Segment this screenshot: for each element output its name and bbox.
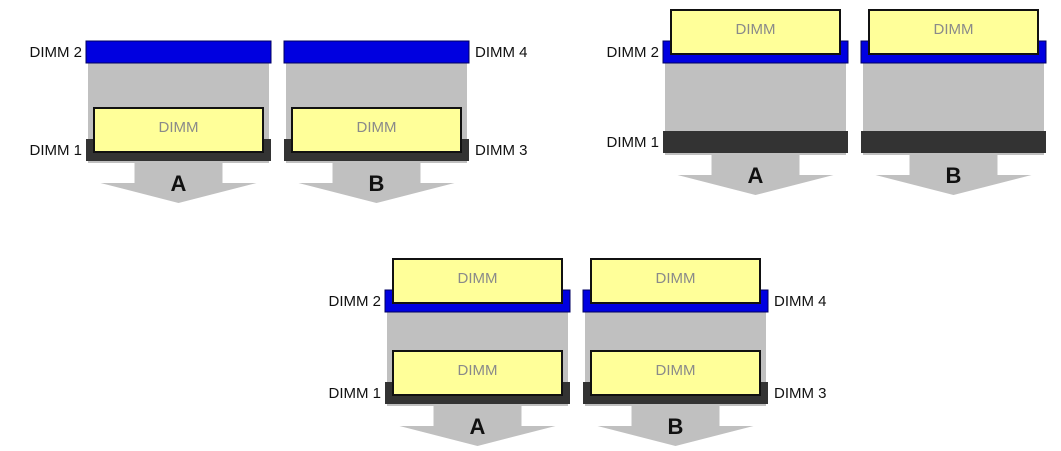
upper-slot-label: DIMM 2 (30, 44, 83, 61)
dimm-label: DIMM (458, 362, 498, 379)
down-arrow-icon (677, 155, 834, 195)
diagram-config-1: A DIMM DIMM 2 DIMM 1 B DIMM DIMM 4 DIMM 3 (30, 40, 528, 203)
lower-slot-label: DIMM 1 (329, 385, 382, 402)
down-arrow-icon (875, 155, 1032, 195)
channel-a: A DIMM DIMM 2 DIMM 1 (607, 9, 849, 195)
upper-slot-label: DIMM 4 (774, 293, 827, 310)
lower-slot-label: DIMM 1 (30, 142, 83, 159)
dimm-module (392, 258, 563, 304)
lower-dimm: DIMM (291, 107, 462, 153)
lower-slot-label: DIMM 3 (774, 385, 827, 402)
dimm-module (93, 107, 264, 153)
upper-slot (85, 40, 272, 64)
upper-dimm: DIMM (670, 9, 841, 55)
down-arrow-icon (298, 163, 455, 203)
channel-a: A DIMM DIMM DIMM 2 DIMM 1 (329, 258, 571, 446)
lower-slot-label: DIMM 1 (607, 134, 660, 151)
dimm-label: DIMM (934, 21, 974, 38)
lower-slot-label: DIMM 3 (475, 142, 528, 159)
dimm-label: DIMM (656, 270, 696, 287)
upper-slot-label: DIMM 4 (475, 44, 528, 61)
down-arrow-icon (100, 163, 257, 203)
down-arrow-icon (597, 406, 754, 446)
lower-dimm: DIMM (392, 350, 563, 396)
channel-label: A (748, 163, 764, 188)
lower-slot (663, 131, 848, 153)
dimm-label: DIMM (656, 362, 696, 379)
dimm-module (868, 9, 1039, 55)
dimm-module (590, 258, 761, 304)
channel-b: B DIMM DIMM 4 DIMM 3 (283, 40, 528, 203)
dimm-label: DIMM (736, 21, 776, 38)
upper-slot-label: DIMM 2 (607, 44, 660, 61)
channel-label: B (946, 163, 962, 188)
diagram-config-3: A DIMM DIMM DIMM 2 DIMM 1 B DIMM DIMM DIMM 4 DIMM… (329, 258, 827, 446)
down-arrow-icon (399, 406, 556, 446)
dimm-label: DIMM (458, 270, 498, 287)
channel-label: A (171, 171, 187, 196)
upper-slot (283, 40, 470, 64)
channel-b: B DIMM (860, 9, 1047, 195)
dimm-module (670, 9, 841, 55)
upper-dimm: DIMM (590, 258, 761, 304)
dimm-label: DIMM (159, 119, 199, 136)
diagram-config-2: A DIMM DIMM 2 DIMM 1 B DIMM (607, 9, 1047, 195)
upper-dimm: DIMM (868, 9, 1039, 55)
upper-dimm: DIMM (392, 258, 563, 304)
channel-label: B (668, 414, 684, 439)
dimm-label: DIMM (357, 119, 397, 136)
channel-label: A (470, 414, 486, 439)
lower-dimm: DIMM (590, 350, 761, 396)
channel-b: B DIMM DIMM DIMM 4 DIMM 3 (582, 258, 827, 446)
channel-label: B (369, 171, 385, 196)
channel-a: A DIMM DIMM 2 DIMM 1 (30, 40, 272, 203)
lower-slot (861, 131, 1046, 153)
dimm-module (291, 107, 462, 153)
dimm-module (590, 350, 761, 396)
upper-slot-label: DIMM 2 (329, 293, 382, 310)
lower-dimm: DIMM (93, 107, 264, 153)
dimm-module (392, 350, 563, 396)
